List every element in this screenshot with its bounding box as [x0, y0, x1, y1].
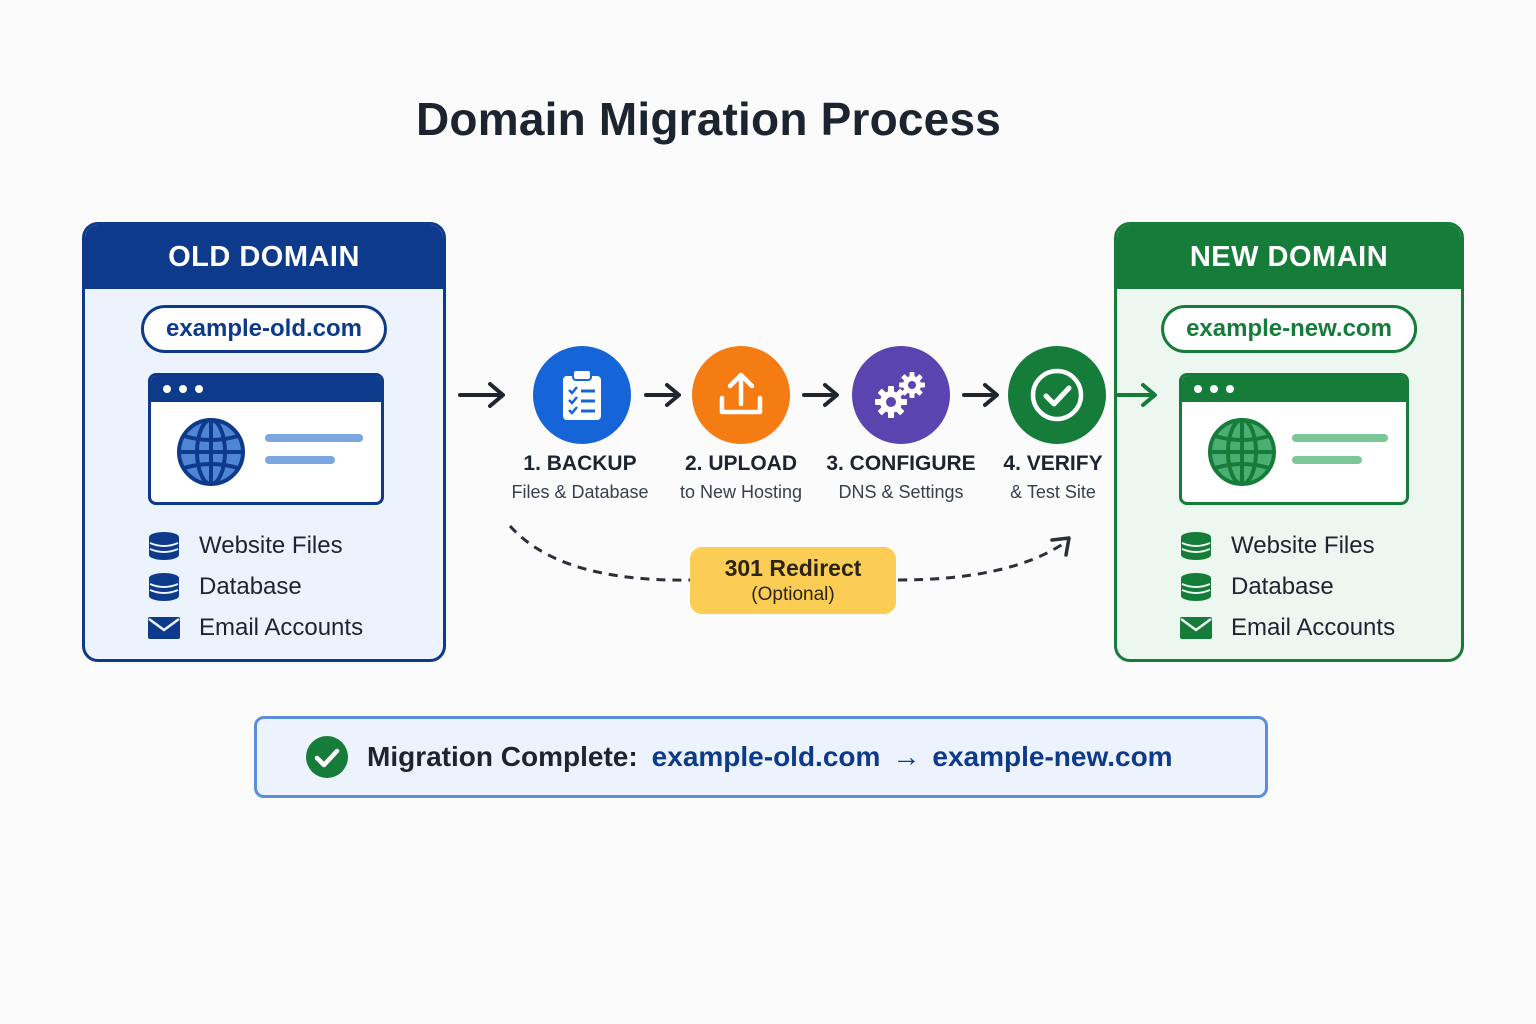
page-title: Domain Migration Process	[416, 93, 1002, 145]
banner-label: Migration Complete:	[367, 741, 638, 772]
list-item: Email Accounts	[147, 607, 363, 648]
gears-icon	[875, 372, 925, 418]
new-domain-items: Website Files Database Email Accounts	[1179, 525, 1395, 648]
list-item: Database	[1179, 566, 1395, 607]
banner-arrow: →	[892, 741, 921, 772]
upload-icon	[719, 372, 763, 415]
clipboard-checklist-icon	[563, 369, 601, 420]
content-line	[265, 456, 335, 464]
arrow-right-icon	[458, 382, 505, 408]
new-browser-window	[1179, 373, 1409, 505]
globe-icon	[1208, 418, 1276, 486]
browser-title-bar	[1182, 376, 1406, 402]
step-configure-title: 3. CONFIGURE	[826, 452, 976, 475]
arrow-right-icon	[962, 383, 999, 407]
migration-complete-banner: Migration Complete: example-old.com → ex…	[254, 716, 1268, 798]
new-domain-panel: NEW DOMAIN example-new.com Website Files…	[1114, 222, 1464, 662]
step-configure-subtitle: DNS & Settings	[838, 482, 964, 502]
step-verify-title: 4. VERIFY	[1003, 452, 1103, 475]
item-label: Email Accounts	[199, 613, 364, 641]
redirect-badge: 301 Redirect (Optional)	[690, 547, 896, 614]
list-item: Website Files	[1179, 525, 1395, 566]
envelope-icon	[148, 616, 180, 639]
item-label: Email Accounts	[1231, 613, 1396, 641]
envelope-icon	[1180, 616, 1212, 639]
arrow-right-icon	[802, 383, 839, 407]
step-backup-circle	[533, 346, 631, 444]
database-icon	[1181, 572, 1211, 601]
step-backup-subtitle: Files & Database	[511, 482, 649, 502]
list-item: Website Files	[147, 525, 363, 566]
check-circle-icon	[306, 736, 348, 778]
content-line	[1292, 434, 1388, 442]
new-domain-header: NEW DOMAIN	[1117, 225, 1461, 289]
step-verify-circle	[1008, 346, 1106, 444]
step-upload-subtitle: to New Hosting	[679, 482, 803, 502]
arrow-right-icon	[1114, 383, 1157, 407]
banner-from-url: example-old.com	[651, 741, 881, 772]
step-upload-title: 2. UPLOAD	[684, 452, 797, 475]
item-label: Website Files	[1231, 531, 1375, 559]
redirect-dashed-path	[508, 525, 1071, 582]
step-backup-title: 1. BACKUP	[523, 452, 637, 475]
list-item: Database	[147, 566, 363, 607]
redirect-note: (Optional)	[751, 584, 835, 605]
item-label: Database	[1231, 572, 1334, 600]
globe-icon	[177, 418, 245, 486]
old-domain-items: Website Files Database Email Accounts	[147, 525, 363, 648]
database-icon	[1181, 531, 1211, 560]
item-label: Database	[199, 572, 302, 600]
step-configure-circle	[852, 346, 950, 444]
banner-to-url: example-new.com	[932, 741, 1173, 772]
item-label: Website Files	[199, 531, 343, 559]
database-icon	[149, 531, 179, 560]
database-icon	[149, 572, 179, 601]
content-line	[265, 434, 363, 442]
redirect-label: 301 Redirect	[724, 555, 862, 581]
old-domain-panel: OLD DOMAIN example-old.com Website Files…	[82, 222, 446, 662]
step-upload-circle	[692, 346, 790, 444]
arrow-right-icon	[644, 383, 681, 407]
list-item: Email Accounts	[1179, 607, 1395, 648]
check-icon	[1030, 368, 1084, 422]
content-line	[1292, 456, 1362, 464]
step-verify-subtitle: & Test Site	[1010, 482, 1096, 502]
old-domain-header: OLD DOMAIN	[85, 225, 443, 289]
browser-title-bar	[151, 376, 381, 402]
new-domain-url: example-new.com	[1161, 305, 1417, 353]
old-domain-url: example-old.com	[140, 305, 388, 353]
old-browser-window	[148, 373, 384, 505]
